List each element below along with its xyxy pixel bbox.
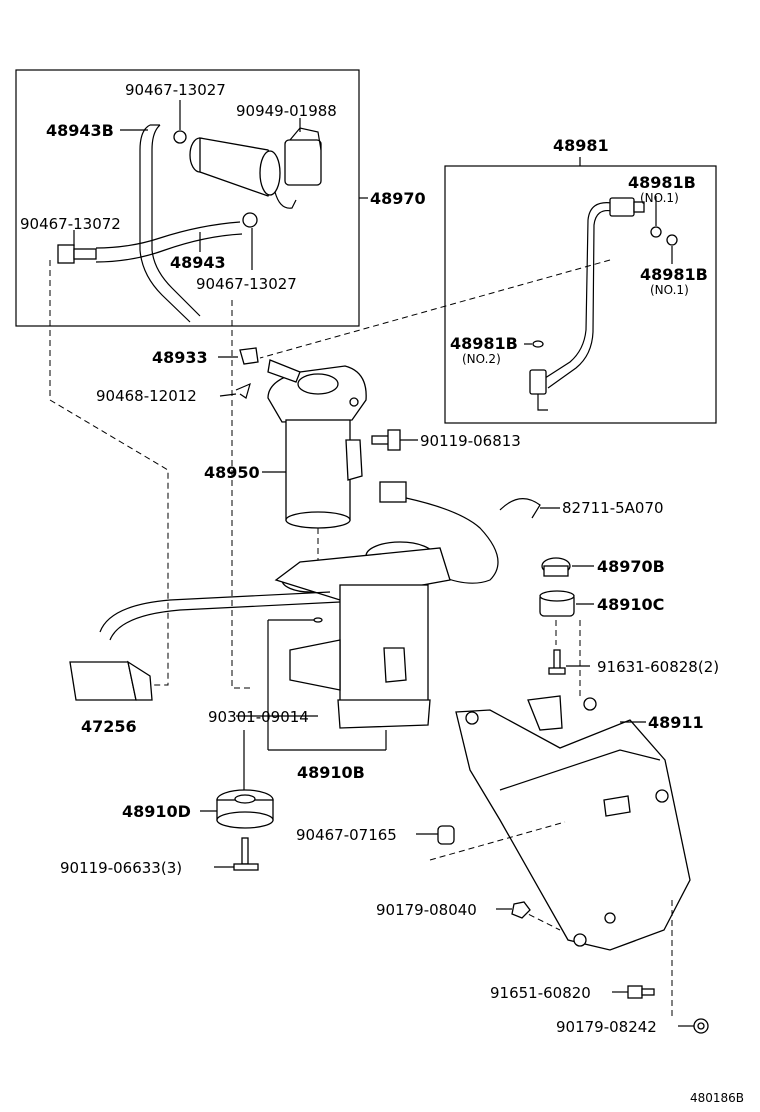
label-90467-13027-bot: 90467-13027 — [196, 275, 297, 293]
label-91651-60820: 91651-60820 — [490, 984, 591, 1002]
label-90119-06633: 90119-06633(3) — [60, 859, 182, 877]
label-48950: 48950 — [204, 463, 260, 482]
label-48910B: 48910B — [297, 763, 365, 782]
label-48981B-2: 48981B — [640, 265, 708, 284]
connector-wire — [379, 481, 499, 584]
bracket-48933 — [239, 347, 259, 365]
clip-90468-12012 — [235, 382, 251, 399]
label-90467-07165: 90467-07165 — [296, 826, 397, 844]
label-47256: 47256 — [81, 717, 137, 736]
cushion-48970B — [541, 557, 571, 577]
label-90119-06813: 90119-06813 — [420, 432, 521, 450]
diagram-id: 480186B — [690, 1091, 744, 1105]
label-48981B-1: 48981B — [628, 173, 696, 192]
label-82711-5A070: 82711-5A070 — [562, 499, 664, 517]
label-48910C: 48910C — [597, 595, 664, 614]
label-48911: 48911 — [648, 713, 704, 732]
filter-canister — [189, 127, 322, 209]
bolt-91651-60820 — [627, 985, 655, 999]
nut-90179-08242 — [693, 1018, 709, 1034]
label-90467-13072: 90467-13072 — [20, 215, 121, 233]
label-90467-13027-top: 90467-13027 — [125, 81, 226, 99]
label-no1-b: (NO.1) — [650, 283, 689, 297]
bracket-48911 — [455, 695, 691, 951]
label-91631-60828: 91631-60828(2) — [597, 658, 719, 676]
label-90179-08242: 90179-08242 — [556, 1018, 657, 1036]
bolt-90119-06813 — [371, 429, 401, 451]
hose-48943 — [95, 221, 243, 263]
filter-housing-48950 — [267, 359, 367, 529]
clamp-90467-13027-bot — [242, 212, 258, 228]
label-48981B-3: 48981B — [450, 334, 518, 353]
bolt-91631-60828 — [548, 649, 566, 675]
label-48970: 48970 — [370, 189, 426, 208]
label-48943: 48943 — [170, 253, 226, 272]
cover-47256 — [69, 660, 153, 701]
clamp-90467-13027-top — [173, 130, 187, 144]
fitting-90467-13072 — [57, 244, 97, 264]
label-90179-08040: 90179-08040 — [376, 901, 477, 919]
compressor-48910B — [99, 541, 451, 729]
grommet-90467-07165 — [437, 825, 455, 845]
label-90468-12012: 90468-12012 — [96, 387, 197, 405]
label-48943B: 48943B — [46, 121, 114, 140]
label-90301-09014: 90301-09014 — [208, 708, 309, 726]
assembly-box-48981 — [444, 165, 717, 424]
label-48933: 48933 — [152, 348, 208, 367]
nut-90179-08040 — [511, 901, 531, 919]
label-48970B: 48970B — [597, 557, 665, 576]
bolt-90119-06633 — [233, 837, 259, 871]
cushion-48910D — [216, 789, 274, 829]
cushion-48910C — [539, 590, 575, 617]
label-48910D: 48910D — [122, 802, 191, 821]
label-no2: (NO.2) — [462, 352, 501, 366]
label-48981: 48981 — [553, 136, 609, 155]
label-no1-a: (NO.1) — [640, 191, 679, 205]
sensor-48981 — [529, 197, 678, 411]
label-90949-01988: 90949-01988 — [236, 102, 337, 120]
clip-82711 — [499, 498, 541, 519]
